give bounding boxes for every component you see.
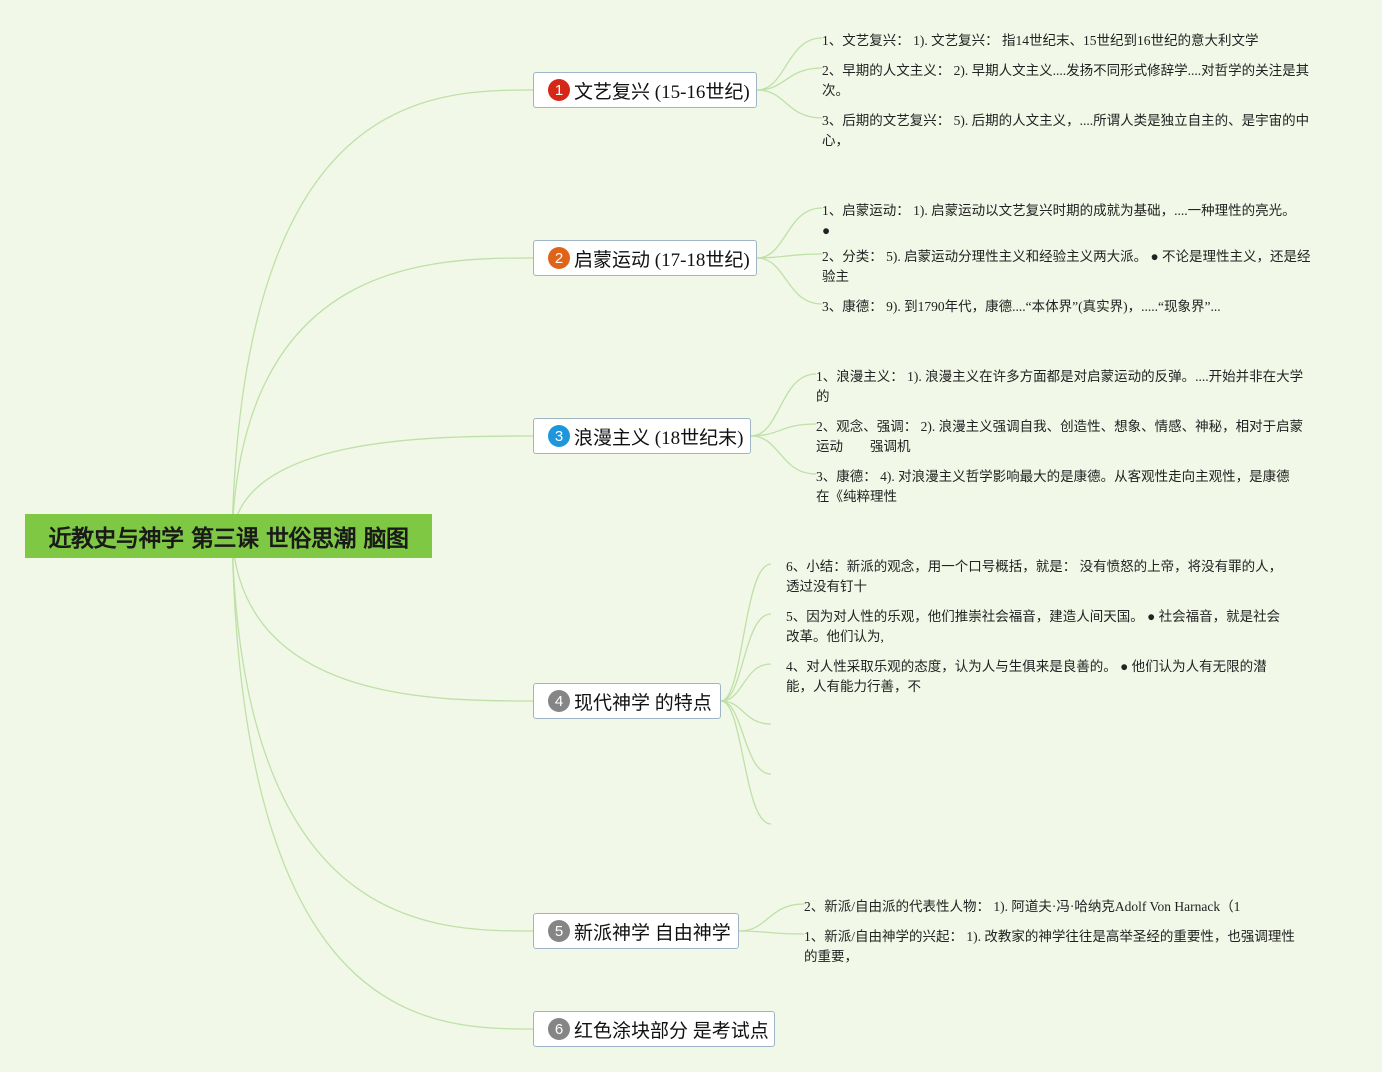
number-badge: 1: [548, 79, 570, 101]
root-connector: [231, 535, 534, 932]
branch-exam-note[interactable]: 6 红色涂块部分 是考试点: [533, 1011, 775, 1047]
leaf-connector: [756, 89, 823, 119]
branch-label: 浪漫主义 (18世纪末): [574, 427, 744, 449]
branch-enlightenment[interactable]: 2 启蒙运动 (17-18世纪): [533, 240, 757, 276]
root-connector: [231, 257, 534, 537]
leaf-item[interactable]: 5、因为对人性的乐观，他们推崇社会福音，建造人间天国。 ● 社会福音，就是社会改…: [786, 609, 1281, 644]
leaf-connector: [738, 930, 805, 935]
leaf-item[interactable]: 1、新派/自由神学的兴起： 1). 改教家的神学往往是高举圣经的重要性，也强调理…: [804, 929, 1295, 964]
leaf-item[interactable]: 1、浪漫主义： 1). 浪漫主义在许多方面都是对启蒙运动的反弹。....开始并非…: [816, 369, 1304, 404]
root-connector: [231, 89, 534, 537]
root-topic[interactable]: 近教史与神学 第三课 世俗思潮 脑图: [25, 514, 432, 558]
root-connector: [231, 535, 534, 1030]
leaf-connector: [756, 67, 823, 91]
leaf-item[interactable]: 4、对人性采取乐观的态度，认为人与生俱来是良善的。 ● 他们认为人有无限的潜能，…: [786, 659, 1267, 694]
leaf-connector: [720, 663, 772, 702]
leaf-connector: [720, 613, 772, 702]
leaf-connector: [756, 257, 823, 305]
leaf-item[interactable]: 3、康德： 4). 对浪漫主义哲学影响最大的是康德。从客观性走向主观性，是康德 …: [816, 469, 1317, 504]
number-badge: 5: [548, 920, 570, 942]
number-badge: 2: [548, 247, 570, 269]
leaf-item[interactable]: 2、早期的人文主义： 2). 早期人文主义....发扬不同形式修辞学....对哲…: [822, 63, 1310, 98]
leaf-connector: [720, 563, 772, 702]
branch-liberal-theology[interactable]: 5 新派神学 自由神学: [533, 913, 739, 949]
leaf-item[interactable]: 2、分类： 5). 启蒙运动分理性主义和经验主义两大派。 ● 不论是理性主义，还…: [822, 249, 1311, 284]
leaf-connector: [756, 37, 823, 91]
root-connector: [231, 535, 534, 702]
root-connector: [231, 435, 534, 537]
leaf-item[interactable]: 6、小结：新派的观念，用一个口号概括，就是： 没有愤怒的上帝，将没有罪的人，透过…: [786, 559, 1283, 594]
leaf-connector: [750, 435, 817, 475]
branch-label: 现代神学 的特点: [574, 692, 712, 714]
number-badge: 3: [548, 425, 570, 447]
number-badge: 6: [548, 1018, 570, 1040]
branch-romanticism[interactable]: 3 浪漫主义 (18世纪末): [533, 418, 751, 454]
leaf-connector: [720, 700, 772, 825]
leaf-connector: [738, 903, 805, 932]
leaf-item[interactable]: 3、后期的文艺复兴： 5). 后期的人文主义，....所谓人类是独立自主的、是宇…: [822, 113, 1310, 148]
leaf-connector: [756, 253, 823, 259]
leaf-connector: [720, 700, 772, 775]
leaf-connector: [720, 700, 772, 725]
leaf-item[interactable]: 2、新派/自由派的代表性人物： 1). 阿道夫·冯·哈纳克Adolf Von H…: [804, 899, 1241, 914]
number-badge: 4: [548, 690, 570, 712]
leaf-connector: [750, 423, 817, 437]
leaf-item[interactable]: 3、康德： 9). 到1790年代，康德....“本体界”(真实界)，.....…: [822, 299, 1221, 314]
branch-label: 文艺复兴 (15-16世纪): [574, 81, 750, 103]
branch-label: 红色涂块部分 是考试点: [574, 1020, 769, 1042]
leaf-connector: [750, 373, 817, 437]
leaf-item[interactable]: 1、文艺复兴： 1). 文艺复兴： 指14世纪末、15世纪到16世纪的意大利文学: [822, 33, 1259, 48]
bullet-icon: ●: [822, 223, 831, 238]
leaf-item[interactable]: 1、启蒙运动： 1). 启蒙运动以文艺复兴时期的成就为基础，....一种理性的亮…: [822, 201, 1317, 241]
leaf-connector: [756, 207, 823, 259]
branch-label: 新派神学 自由神学: [574, 922, 731, 944]
branch-modern-theology[interactable]: 4 现代神学 的特点: [533, 683, 721, 719]
leaf-item[interactable]: 2、观念、强调： 2). 浪漫主义强调自我、创造性、想象、情感、神秘，相对于启蒙…: [816, 419, 1304, 454]
branch-renaissance[interactable]: 1 文艺复兴 (15-16世纪): [533, 72, 757, 108]
leaf-text: 1、启蒙运动： 1). 启蒙运动以文艺复兴时期的成就为基础，....一种理性的亮…: [822, 203, 1296, 218]
branch-label: 启蒙运动 (17-18世纪): [574, 249, 750, 271]
